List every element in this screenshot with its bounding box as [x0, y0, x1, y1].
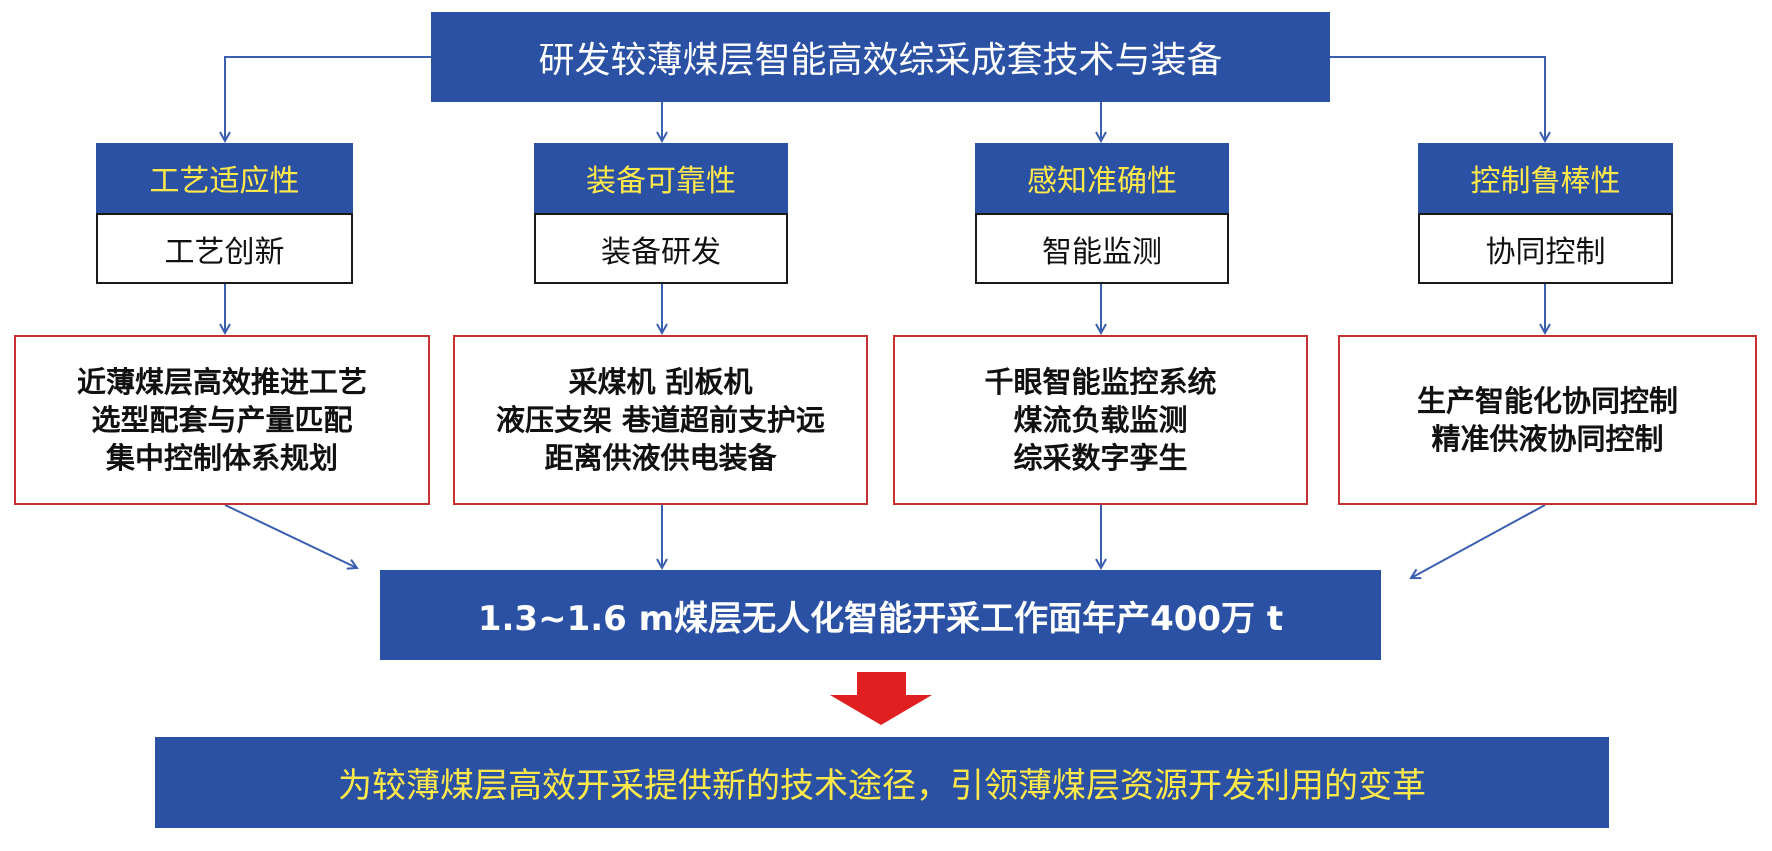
- arrow-detail-1-to-result: [224, 504, 357, 568]
- big-down-arrow: [830, 672, 932, 725]
- detail-box-3: 千眼智能监控系统 煤流负载监测 综采数字孪生: [893, 335, 1308, 505]
- detail-box-2: 采煤机 刮板机 液压支架 巷道超前支护远 距离供液供电装备: [453, 335, 868, 505]
- detail-line: 精准供液协同控制: [1431, 422, 1664, 456]
- detail-line: 生产智能化协同控制: [1416, 384, 1678, 418]
- detail-line: 煤流负载监测: [1013, 403, 1188, 437]
- detail-line: 采煤机 刮板机: [568, 365, 753, 399]
- action-box-1: 工艺创新: [96, 213, 353, 284]
- action-box-4: 协同控制: [1418, 213, 1673, 284]
- detail-line: 液压支架 巷道超前支护远: [495, 403, 826, 437]
- category-box-4: 控制鲁棒性: [1418, 143, 1673, 213]
- top-title-text: 研发较薄煤层智能高效综采成套技术与装备: [538, 40, 1223, 81]
- goal-box: 为较薄煤层高效开采提供新的技术途径，引领薄煤层资源开发利用的变革: [155, 737, 1609, 828]
- detail-line: 近薄煤层高效推进工艺: [76, 365, 367, 399]
- result-text: 1.3~1.6 m煤层无人化智能开采工作面年产400万 t: [477, 598, 1284, 639]
- action-text-4: 协同控制: [1485, 234, 1606, 270]
- category-text-4: 控制鲁棒性: [1470, 164, 1621, 199]
- result-box: 1.3~1.6 m煤层无人化智能开采工作面年产400万 t: [380, 570, 1381, 660]
- detail-box-1: 近薄煤层高效推进工艺 选型配套与产量匹配 集中控制体系规划: [14, 335, 430, 505]
- category-text-1: 工艺适应性: [149, 164, 300, 199]
- category-box-1: 工艺适应性: [96, 143, 353, 213]
- category-box-3: 感知准确性: [975, 143, 1229, 213]
- action-text-2: 装备研发: [601, 234, 721, 270]
- category-box-2: 装备可靠性: [534, 143, 788, 213]
- detail-box-4: 生产智能化协同控制 精准供液协同控制: [1338, 335, 1757, 505]
- detail-line: 集中控制体系规划: [105, 441, 338, 475]
- goal-text: 为较薄煤层高效开采提供新的技术途径，引领薄煤层资源开发利用的变革: [338, 766, 1426, 806]
- action-box-3: 智能监测: [975, 213, 1229, 284]
- category-text-2: 装备可靠性: [586, 164, 736, 199]
- arrow-title-to-col4: [1330, 56, 1545, 141]
- action-box-2: 装备研发: [534, 213, 788, 284]
- detail-line: 千眼智能监控系统: [984, 365, 1217, 399]
- arrow-detail-4-to-result: [1411, 504, 1546, 578]
- action-text-3: 智能监测: [1042, 234, 1162, 270]
- action-text-1: 工艺创新: [164, 234, 285, 270]
- top-title-box: 研发较薄煤层智能高效综采成套技术与装备: [431, 12, 1330, 102]
- detail-line: 选型配套与产量匹配: [91, 403, 353, 437]
- detail-line: 综采数字孪生: [1013, 441, 1188, 475]
- category-text-3: 感知准确性: [1027, 164, 1177, 199]
- detail-line: 距离供液供电装备: [544, 441, 777, 475]
- arrow-title-to-col1: [225, 56, 431, 141]
